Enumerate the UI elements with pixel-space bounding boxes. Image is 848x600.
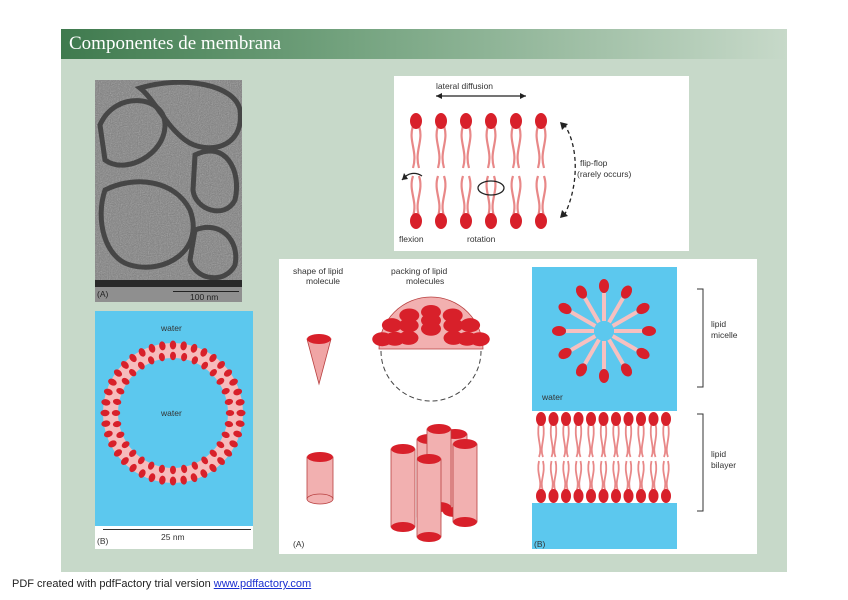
mobility-diagram [401, 93, 576, 229]
micrograph-scale-line [173, 291, 239, 292]
rarely-occurs-label: (rarely occurs) [577, 169, 632, 179]
packing-panel-a-label: (A) [293, 539, 305, 549]
liposome-label: (B) [97, 536, 109, 546]
bilayer-label-2: bilayer [711, 460, 737, 470]
liposome-diagram [95, 311, 253, 526]
packing-panel: shape of lipid molecule packing of lipid… [279, 259, 757, 554]
liposome-water-inside: water [161, 408, 182, 418]
footer-link[interactable]: www.pdffactory.com [213, 578, 312, 590]
packing-diagram [306, 267, 704, 549]
liposome-scale-label: 25 nm [161, 532, 185, 542]
packing-label-1: packing of lipid [391, 266, 448, 276]
micrograph-image [95, 80, 242, 287]
footer-text: PDF created with pdfFactory trial versio… [12, 578, 214, 590]
slide: Componentes de membrana (A) 100 nm [61, 29, 787, 572]
packing-water-label: water [542, 392, 563, 402]
flexion-label: flexion [399, 234, 424, 244]
micrograph-label: (A) [97, 289, 109, 299]
micelle-label-1: lipid [711, 319, 727, 329]
lateral-diffusion-label: lateral diffusion [436, 81, 494, 91]
micrograph-scale-label: 100 nm [190, 292, 219, 302]
bilayer-label-1: lipid [711, 449, 727, 459]
liposome-panel: water water (B) 25 nm [95, 311, 253, 549]
title-bar: Componentes de membrana [61, 29, 787, 59]
micelle-label-2: micelle [711, 330, 738, 340]
slide-title: Componentes de membrana [69, 33, 282, 54]
liposome-water-outside: water [161, 323, 182, 333]
mobility-panel: lateral diffusion flip-flop (rarely occu… [394, 76, 689, 251]
liposome-scale-line [103, 529, 251, 530]
shape-label-1: shape of lipid [293, 266, 344, 276]
flip-flop-label: flip-flop [580, 158, 608, 168]
packing-panel-b-label: (B) [534, 539, 546, 549]
pdf-footer: PDF created with pdfFactory trial versio… [12, 578, 311, 590]
shape-label-2: molecule [306, 276, 341, 286]
micrograph-panel: (A) 100 nm [95, 80, 242, 302]
rotation-label: rotation [467, 234, 496, 244]
packing-label-2: molecules [406, 276, 445, 286]
